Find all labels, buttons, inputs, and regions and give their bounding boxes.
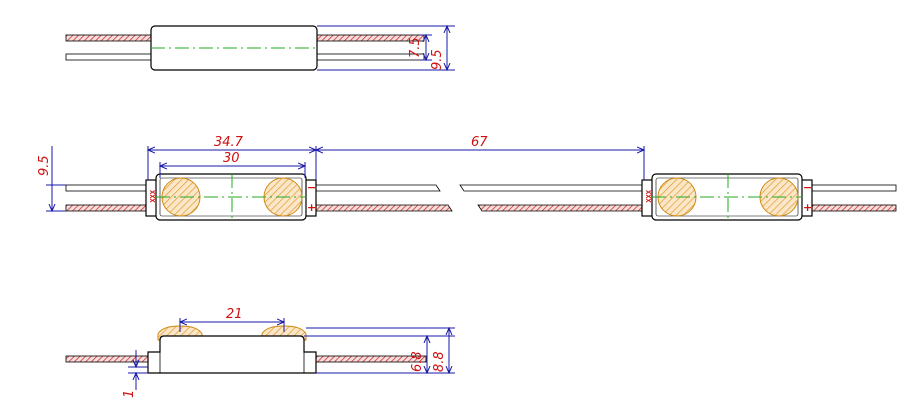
dim-top-7-5: 7.5 bbox=[408, 37, 423, 58]
top-red-wire-left bbox=[65, 34, 157, 42]
module-code-left: XXX bbox=[148, 190, 156, 203]
mid-red-wire-right bbox=[809, 204, 897, 212]
dim-top-9-5: 9.5 bbox=[430, 49, 445, 70]
dim-mid-9-5: 9.5 bbox=[37, 155, 52, 176]
dim-21: 21 bbox=[226, 307, 243, 322]
module-right: XXX − + bbox=[641, 173, 813, 221]
mid-white-wire-right bbox=[809, 184, 897, 192]
module-code-right: XXX bbox=[644, 190, 652, 203]
mid-white-wire-center-b bbox=[459, 184, 647, 192]
module-left: XXX − + bbox=[145, 173, 317, 221]
mid-red-wire-left bbox=[65, 204, 149, 212]
dim-8-8: 8.8 bbox=[432, 351, 447, 372]
middle-view: XXX − + XXX − + 9.5 34 bbox=[37, 135, 897, 221]
mid-red-wire-center-a bbox=[313, 204, 453, 212]
plus-label-left: + bbox=[307, 201, 316, 214]
dim-30: 30 bbox=[223, 151, 240, 166]
dim-6-8: 6.8 bbox=[410, 351, 425, 372]
dim-1: 1 bbox=[122, 390, 137, 398]
plus-label-right: + bbox=[803, 201, 812, 214]
minus-label-left: − bbox=[307, 181, 316, 194]
mid-white-wire-center-a bbox=[313, 184, 441, 192]
dim-34-7: 34.7 bbox=[214, 135, 244, 150]
minus-label-right: − bbox=[803, 181, 812, 194]
dim-67: 67 bbox=[471, 135, 488, 150]
side-red-wire-left bbox=[65, 355, 155, 363]
top-white-wire-left bbox=[65, 53, 157, 61]
mid-white-wire-left bbox=[65, 184, 149, 192]
side-module-body bbox=[147, 335, 317, 374]
side-view: 21 6.8 8.8 1 bbox=[65, 307, 455, 398]
mid-red-wire-center-b bbox=[477, 204, 647, 212]
top-view: 7.5 9.5 bbox=[65, 26, 455, 70]
